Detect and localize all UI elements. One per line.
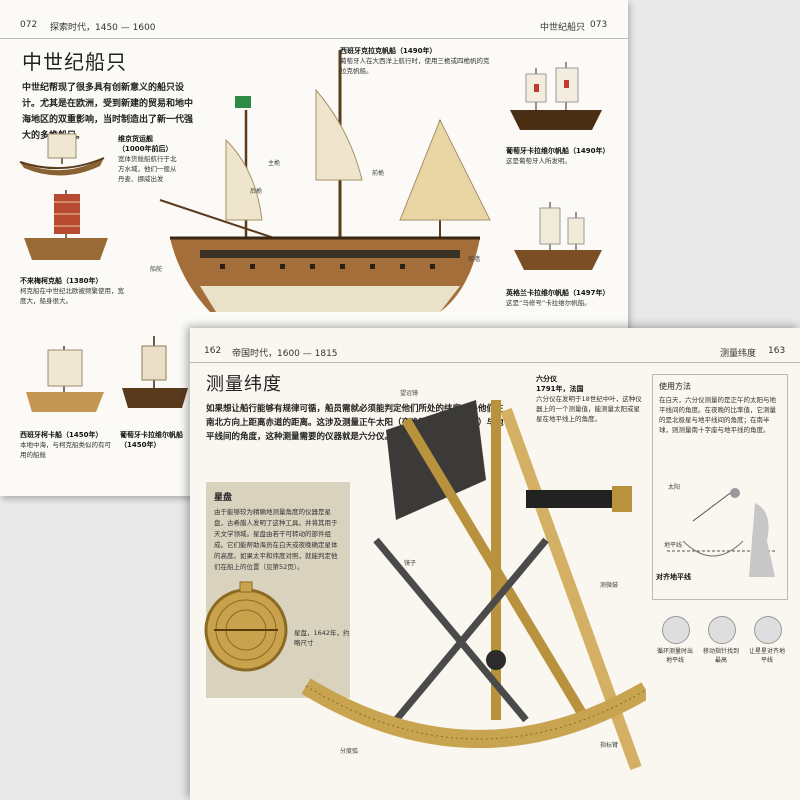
annotation-foremast: 前桅 (372, 170, 385, 177)
thumb-2 (708, 616, 736, 644)
label-sun: 太阳 (668, 484, 681, 491)
running-header: 072 探索时代，1450 — 1600 中世纪船只 073 (0, 14, 628, 39)
page-title: 中世纪船只 (22, 50, 127, 74)
annotation-bulwark: 舷墙 (468, 256, 481, 263)
portuguese-ship-illustration (122, 336, 188, 408)
section-left: 探索时代，1450 — 1600 (50, 23, 156, 33)
page-number-right: 163 (768, 346, 786, 356)
caption-portuguese: 葡萄牙卡拉维尔帆船（1450年） (120, 431, 183, 449)
annotation-mizzen: 后桅 (250, 188, 263, 195)
page-number-right: 073 (590, 20, 608, 30)
thumb-caption-1: 循环测量时出地平线 (657, 648, 694, 664)
caption-viking: 维京货运舰（1000年前后） 宽体货舱船航行于北方水域，他们一般从丹麦、挪威出发 (118, 135, 177, 183)
howto-body: 在白天，六分仪测量的是正午的太阳与地平线间的角度。在夜晚的比率值，它测量的是北极… (659, 396, 776, 434)
viking-ship-illustration (19, 132, 105, 176)
annotation-mainmast: 主桅 (268, 160, 281, 167)
caption-carrack: 西班牙克拉克帆船（1490年） 葡萄牙人在大西洋上航行时，使用三桅或四桅帆的克拉… (340, 47, 490, 75)
caravel-illustration (510, 62, 602, 130)
thumb-caption-3: 让星星对齐地平线 (749, 648, 786, 664)
thumb-3 (754, 616, 782, 644)
label-telescope: 望远镜 (400, 390, 419, 397)
howto-title: 使用方法 (659, 382, 691, 391)
label-mirror: 镜子 (404, 560, 417, 567)
astrolabe-illustration (204, 581, 288, 672)
sidebar-body: 由于能够较为精确地测量角度的仪器是星盘，古希腊人发明了这种工具。并将其用于天文学… (214, 508, 338, 571)
page-number-left: 072 (20, 20, 38, 30)
thumb-caption-2: 移动指针找到最高 (703, 648, 740, 664)
label-horizon: 地平线 (664, 542, 683, 549)
how-to-use-box: 使用方法 在白天，六分仪测量的是正午的太阳与地平线间的角度。在夜晚的比率值，它测… (652, 374, 788, 600)
caption-cog: 不来梅柯克船（1380年） 柯克船在中世纪北欧被频繁使用，宽度大，船身很大。 (20, 277, 124, 305)
thumb-1 (662, 616, 690, 644)
caption-spanish-cog: 西班牙柯卡船（1450年） 本地中海，与柯克船类似的有可用的船舱 (20, 431, 111, 459)
carrack-illustration (159, 50, 491, 312)
sextant-illustration (301, 400, 646, 771)
english-ship-illustration (514, 202, 602, 270)
sextant-caption: 六分仪 1791年，法国 六分仪在发明于18世纪中叶，这种仪器上的一个测量值，能… (536, 375, 642, 423)
page-title: 测量纬度 (206, 374, 282, 395)
running-header: 162 帝国时代，1600 — 1815 测量纬度 163 (190, 340, 800, 363)
astrolabe-caption: 星盘，1642年，约略尺寸 (294, 629, 350, 647)
intro-paragraph: 如果想让船行能够有规律可循，船员需就必须能判定他们所处的纬度——他们在南北方向上… (206, 404, 504, 442)
caption-caravel: 葡萄牙卡拉维尔帆船（1490年） 这是葡萄牙人所发明。 (506, 147, 610, 165)
label-micrometer: 测微鼓 (600, 582, 619, 589)
spanish-cog-illustration (26, 346, 104, 412)
section-right: 中世纪船只 (540, 23, 586, 33)
sidebar-title: 星盘 (214, 493, 233, 503)
sextant-diagram (667, 488, 775, 577)
label-arc: 分度弧 (340, 748, 359, 755)
section-left: 帝国时代，1600 — 1815 (232, 349, 338, 359)
latitude-spread-page: 162 帝国时代，1600 — 1815 测量纬度 163 测量纬度 如果想让船… (190, 328, 800, 800)
annotation-rudder: 船舵 (150, 266, 163, 273)
caption-english: 英格兰卡拉维尔帆船（1497年） 这是“马修号”卡拉维尔帆船。 (506, 289, 610, 307)
page-number-left: 162 (204, 346, 222, 356)
align-horizon-title: 对齐地平线 (656, 573, 691, 581)
cog-ship-illustration (24, 190, 108, 260)
section-right: 测量纬度 (720, 349, 757, 359)
label-index-arm: 指标臂 (600, 742, 619, 749)
